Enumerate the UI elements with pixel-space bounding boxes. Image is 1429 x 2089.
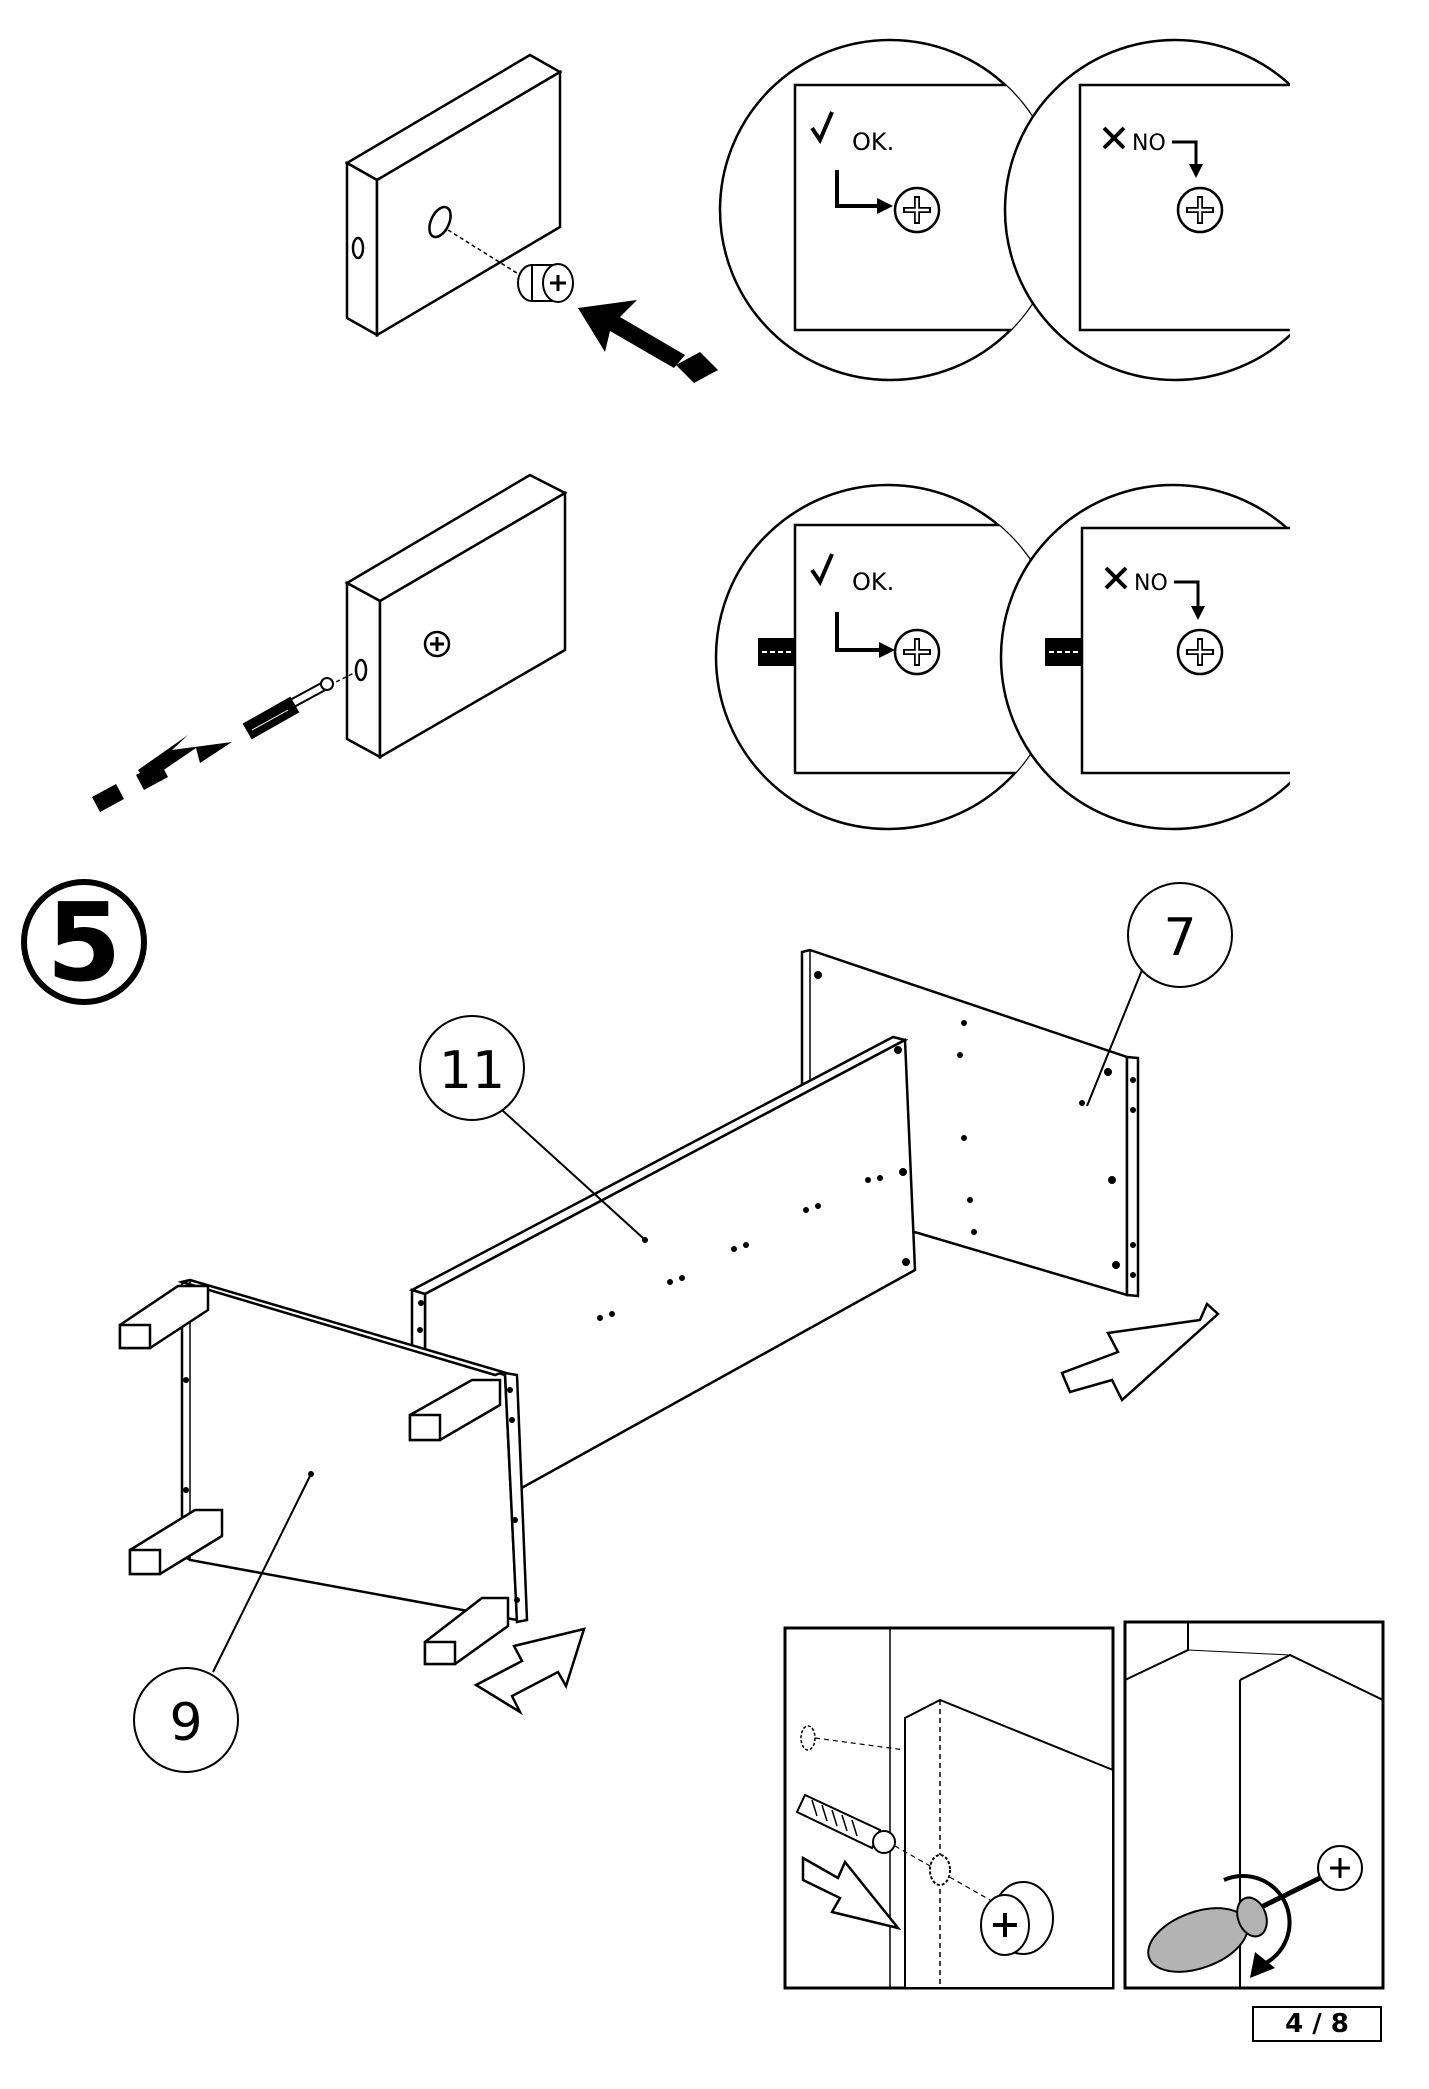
part-9-label: 9: [169, 1693, 202, 1753]
insert-arrow-1: [578, 300, 718, 383]
check-mark-icon: [810, 553, 834, 587]
detail-box-bolt-cam: [783, 1626, 1115, 1990]
panel-9: [177, 1278, 529, 1624]
panel-11: [408, 1035, 917, 1492]
push-arrow-back: [1060, 1301, 1220, 1403]
ok-label: OK.: [852, 128, 894, 156]
cam-head-icon: [893, 628, 941, 676]
detail-circle-incorrect-2: [999, 483, 1290, 831]
connector-bolt: [242, 671, 357, 740]
direction-arrow-no-1: [1172, 140, 1198, 166]
connector-bolt-detail: [795, 1793, 991, 1901]
panel-9-feet: [118, 1284, 510, 1666]
detail-box-tightening: [1123, 1620, 1385, 1990]
direction-arrow-no-2: [1174, 580, 1200, 608]
arrow-head-icon: [877, 198, 893, 214]
cross-mark-icon: [1104, 566, 1128, 590]
cam-head-icon: [1176, 186, 1224, 234]
cam-lock-detail: [1317, 1845, 1363, 1891]
ok-label: OK.: [852, 568, 894, 596]
push-arrow-forward: [473, 1627, 586, 1716]
detail-circle-incorrect-1: [1003, 38, 1290, 382]
page-indicator: 4 / 8: [1252, 2006, 1382, 2042]
cam-head-icon: [893, 186, 941, 234]
direction-arrow-ok-1: [835, 170, 877, 208]
no-label: NO: [1134, 571, 1168, 596]
step-number: 5: [46, 881, 121, 1006]
callout-11: [419, 1015, 644, 1239]
cross-mark-icon: [1102, 126, 1126, 150]
part-11-label: 11: [439, 1041, 505, 1101]
step-number-badge: 5: [21, 879, 147, 1006]
callout-9: [133, 1473, 312, 1773]
arrow-head-icon: [879, 642, 895, 658]
board-with-bolt-hole: [344, 473, 568, 760]
cam-lock-fitting: [517, 263, 574, 303]
insert-arrow-2: [92, 735, 232, 812]
cam-lock-detail: [980, 1881, 1054, 1956]
no-label: NO: [1132, 131, 1166, 156]
push-arrow-detail: [801, 1855, 902, 1931]
board-with-cam-lock-hole: [344, 53, 563, 338]
rotate-arrow-icon: [1223, 1874, 1292, 1967]
part-7-label: 7: [1163, 908, 1196, 968]
direction-arrow-ok-2: [835, 612, 881, 652]
check-mark-icon: [810, 111, 834, 145]
callout-7: [1086, 882, 1233, 1107]
screwdriver-icon: [1147, 1875, 1322, 1973]
cam-head-icon: [1176, 628, 1224, 676]
